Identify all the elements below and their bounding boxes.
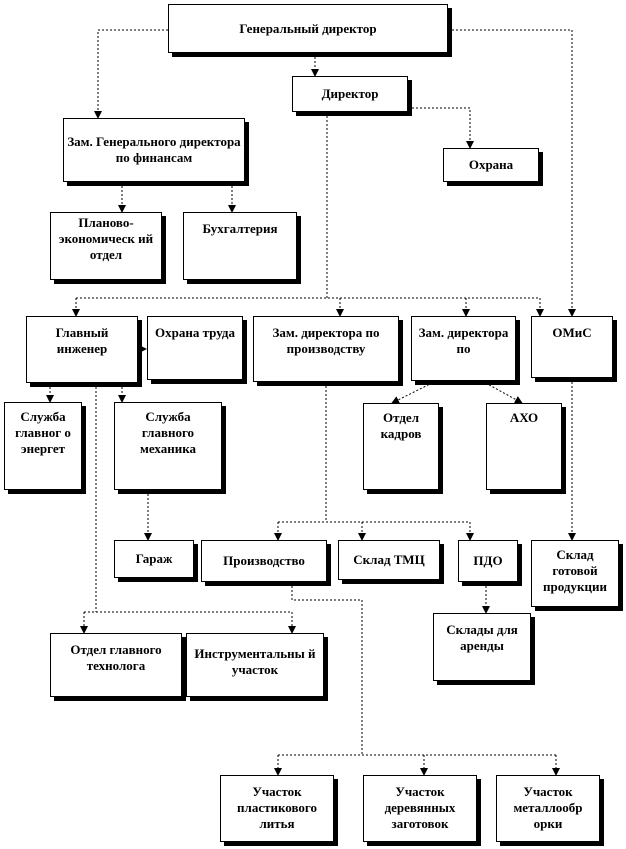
node-deputy-personnel: Зам. директора по bbox=[411, 316, 516, 381]
node-finished-goods-warehouse: Склад готовой продукции bbox=[531, 540, 619, 607]
node-tool-section: Инструментальны й участок bbox=[186, 633, 324, 697]
edge-director-to-security bbox=[408, 107, 474, 149]
node-pdo: ПДО bbox=[458, 540, 518, 582]
node-labor-safety: Охрана труда bbox=[147, 316, 243, 380]
edge-gen-to-deputy-finance bbox=[94, 29, 168, 119]
node-metalworking: Участок металлообр орки bbox=[496, 775, 600, 842]
node-tmc-warehouse: Склад ТМЦ bbox=[338, 540, 440, 580]
node-planning-dept: Планово-экономическ ий отдел bbox=[50, 212, 162, 280]
node-wood-blanks: Участок деревянных заготовок bbox=[363, 775, 477, 842]
node-accounting: Бухгалтерия bbox=[183, 212, 297, 280]
node-security: Охрана bbox=[443, 148, 539, 182]
node-omis: ОМиС bbox=[531, 316, 613, 378]
node-hr-dept: Отдел кадров bbox=[363, 403, 439, 490]
node-chief-technologist-dept: Отдел главного технолога bbox=[50, 633, 182, 697]
node-deputy-finance: Зам. Генерального директора по финансам bbox=[63, 118, 245, 182]
edge-gen-to-omis bbox=[448, 29, 576, 317]
node-deputy-production: Зам. директора по производству bbox=[253, 316, 399, 382]
edge-personnel-to-hr bbox=[391, 380, 437, 404]
node-general-director: Генеральный директор bbox=[168, 4, 448, 53]
node-garage: Гараж bbox=[114, 540, 194, 578]
node-director: Директор bbox=[292, 76, 408, 112]
node-chief-engineer: Главный инженер bbox=[26, 316, 138, 383]
edge-production-down bbox=[291, 582, 363, 748]
node-chief-power-service: Служба главног о энергет bbox=[4, 402, 82, 490]
node-production: Производство bbox=[201, 540, 327, 582]
node-chief-mechanic-service: Служба главного механика bbox=[114, 402, 222, 490]
edge-personnel-to-aho bbox=[481, 380, 523, 404]
node-plastic-casting: Участок пластикового литья bbox=[220, 775, 334, 842]
node-rental-warehouses: Склады для аренды bbox=[433, 613, 531, 681]
node-aho: АХО bbox=[486, 403, 562, 490]
